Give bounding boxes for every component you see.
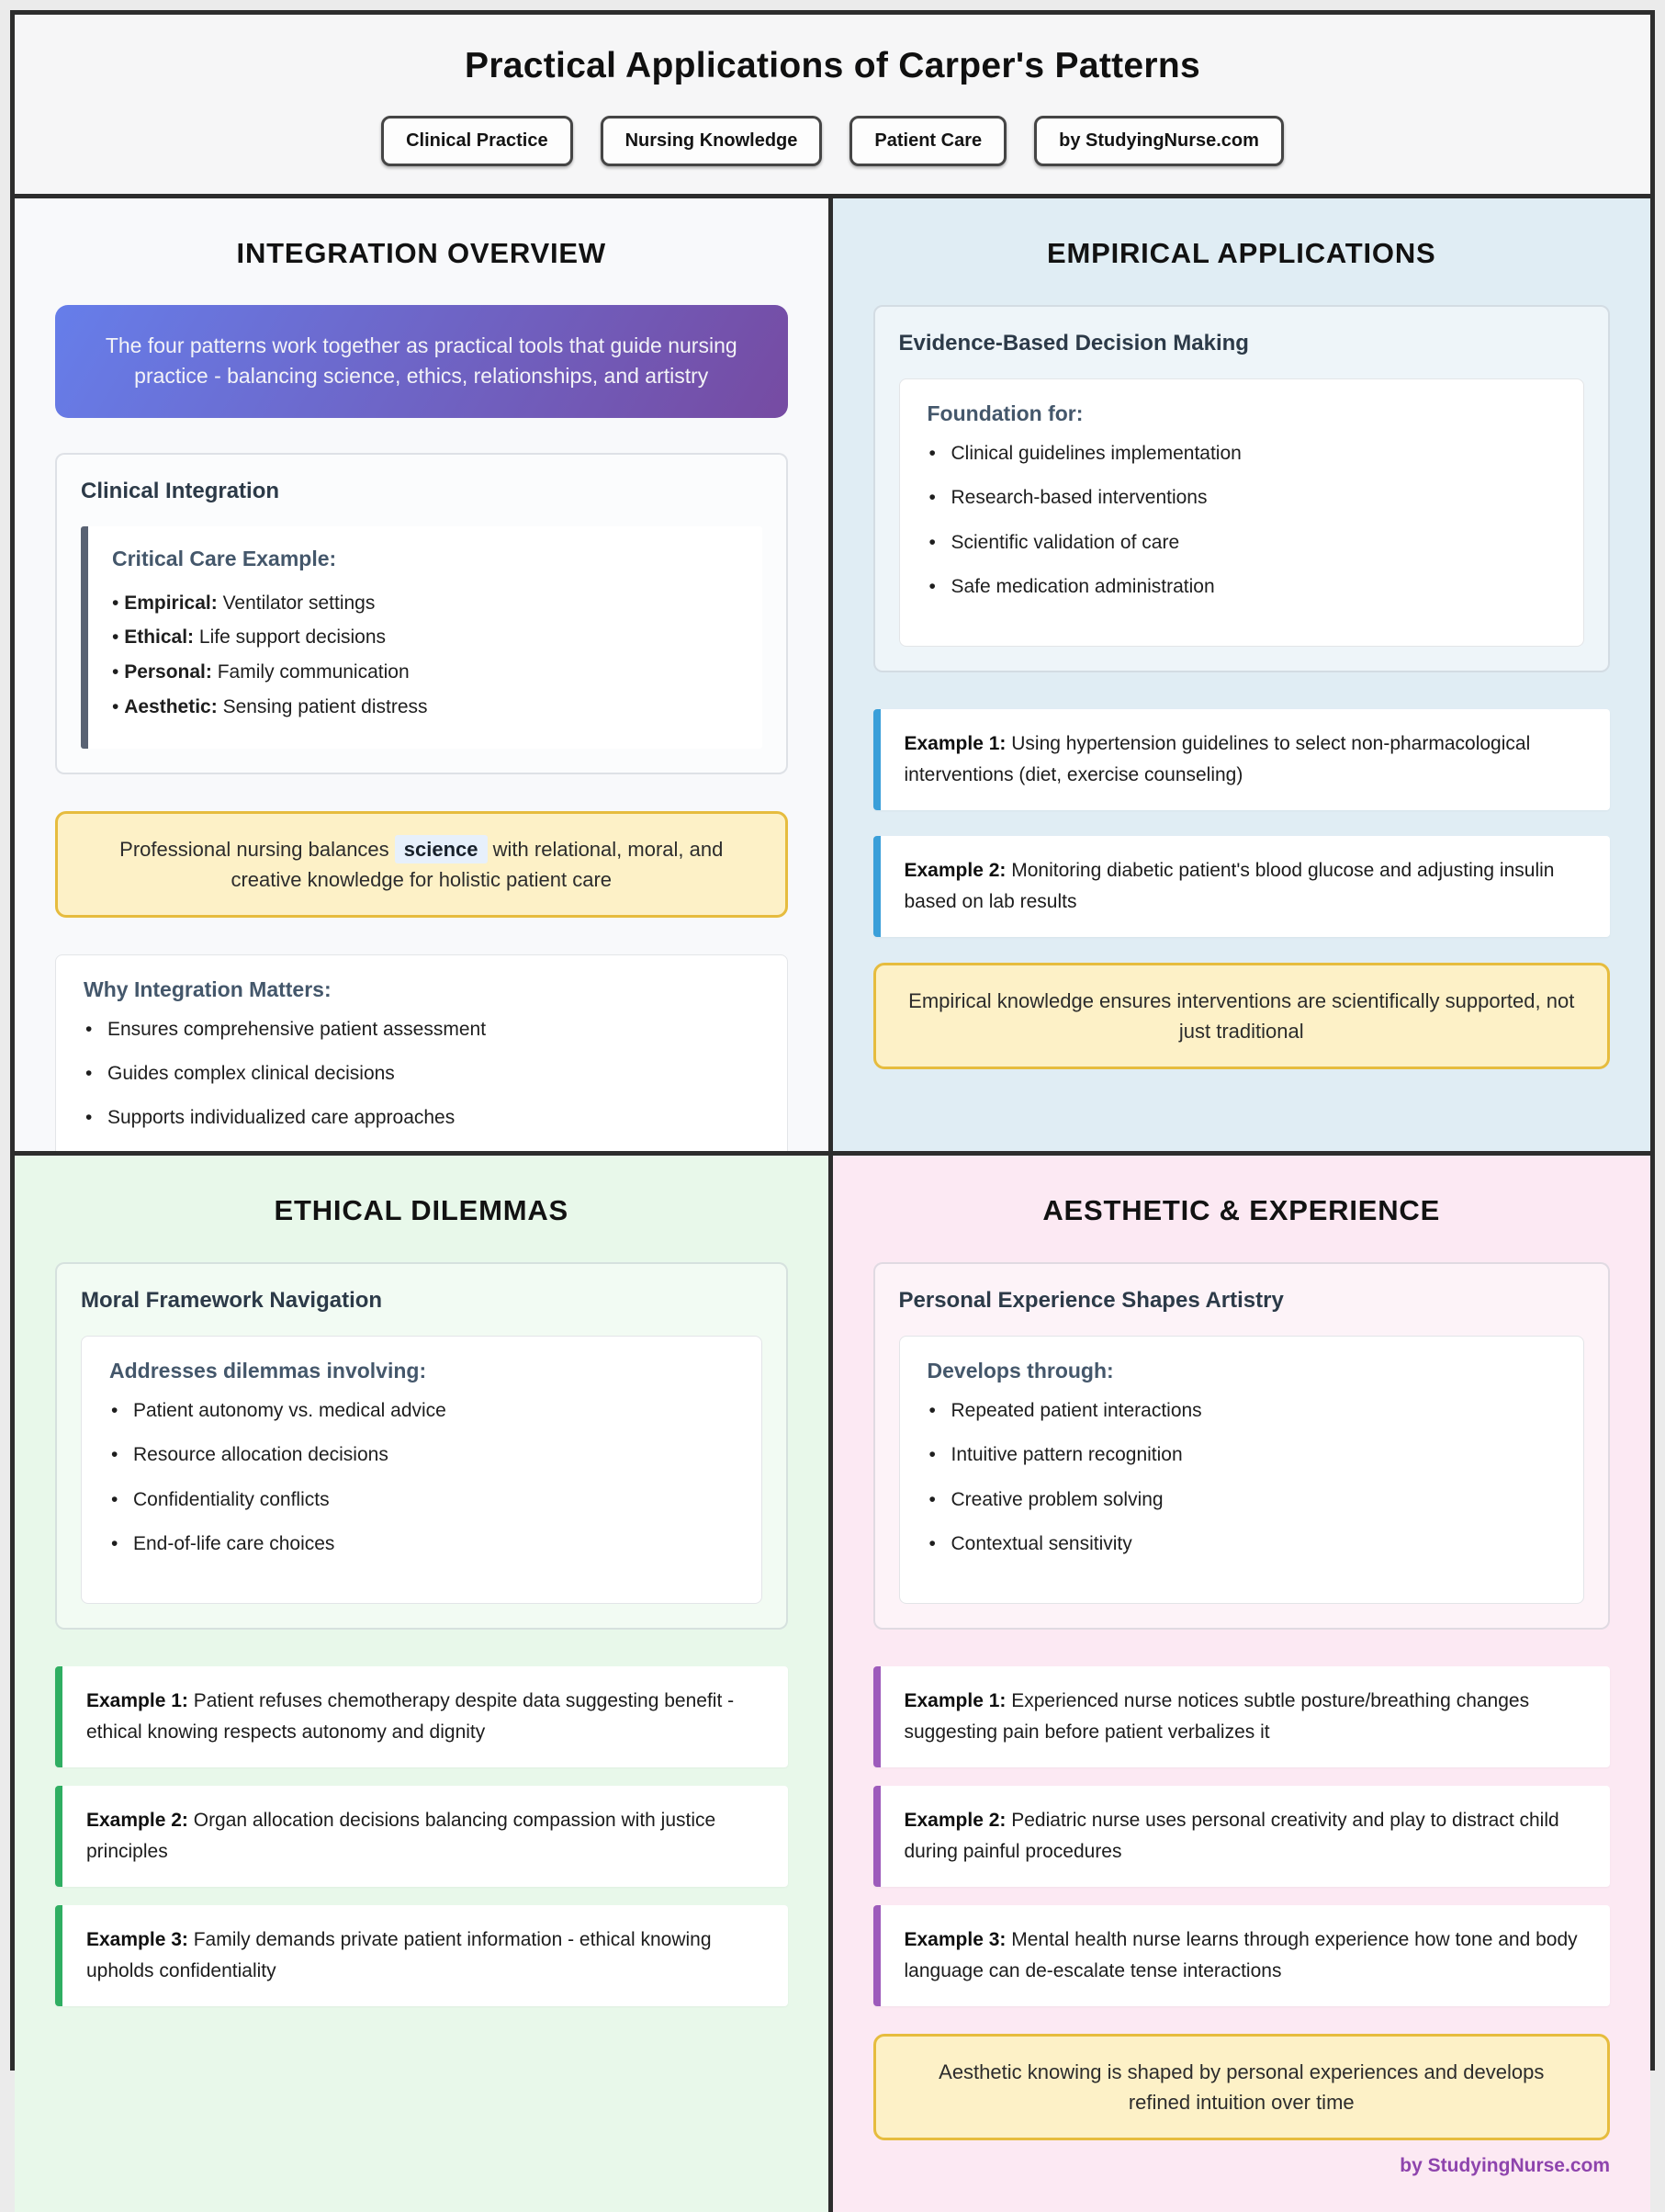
item-label: Personal: [124,661,212,683]
develops-through-heading: Develops through: [927,1359,1114,1382]
integration-section-title: INTEGRATION OVERVIEW [236,237,606,269]
personal-experience-card: Personal Experience Shapes Artistry Deve… [872,1262,1610,1631]
example-text: Monitoring diabetic patient's blood gluc… [904,860,1555,913]
foundation-list: Clinical guidelines implementation Resea… [928,441,1557,599]
critical-care-item-empirical: Empirical: Ventilator settings [112,586,738,621]
dilemmas-heading: Addresses dilemmas involving: [109,1359,427,1382]
list-item: Patient autonomy vs. medical advice [111,1398,734,1424]
example-label: Example 2: [904,1810,1007,1832]
dilemmas-box: Addresses dilemmas involving: Patient au… [81,1336,762,1605]
example-text: Pediatric nurse uses personal creativity… [904,1810,1559,1863]
item-text: Sensing patient distress [222,696,428,718]
moral-framework-title: Moral Framework Navigation [81,1288,383,1313]
evidence-based-title: Evidence-Based Decision Making [898,331,1249,356]
quadrant-grid: INTEGRATION OVERVIEW The four patterns w… [15,198,1650,2212]
item-label: Empirical: [124,592,218,614]
item-label: Ethical: [124,626,195,649]
list-item: Safe medication administration [929,574,1557,600]
list-item: Ensures comprehensive patient assessment [85,1017,759,1043]
critical-care-item-personal: Personal: Family communication [112,655,738,690]
callout-text: Professional nursing balances [119,837,389,861]
list-item: Contextual sensitivity [929,1531,1557,1557]
empirical-example-1: Example 1: Using hypertension guidelines… [872,709,1610,811]
empirical-example-2: Example 2: Monitoring diabetic patient's… [872,836,1610,938]
clinical-integration-title: Clinical Integration [81,478,280,503]
dilemmas-list: Patient autonomy vs. medical advice Reso… [109,1398,734,1556]
foundation-heading: Foundation for: [927,401,1084,425]
develops-through-list: Repeated patient interactions Intuitive … [928,1398,1557,1556]
tag-clinical-practice: Clinical Practice [381,116,573,166]
example-label: Example 3: [904,1929,1007,1951]
critical-care-heading: Critical Care Example: [112,546,337,570]
integration-callout: Professional nursing balances science wi… [55,810,788,918]
page-title: Practical Applications of Carper's Patte… [465,46,1200,85]
example-text: Using hypertension guidelines to select … [904,733,1531,786]
example-text: Organ allocation decisions balancing com… [86,1810,716,1863]
aesthetic-example-1: Example 1: Experienced nurse notices sub… [872,1666,1610,1768]
why-integration-list: Ensures comprehensive patient assessment… [84,1017,759,1151]
list-item: Clinical guidelines implementation [929,441,1557,467]
develops-through-box: Develops through: Repeated patient inter… [898,1336,1584,1605]
item-text: Family communication [217,661,410,683]
science-highlight: science [394,834,488,863]
aesthetic-section-title: AESTHETIC & EXPERIENCE [1042,1194,1441,1226]
tag-row: Clinical Practice Nursing Knowledge Pati… [33,116,1632,166]
item-text: Ventilator settings [222,592,376,614]
ethical-example-2: Example 2: Organ allocation decisions ba… [55,1786,788,1888]
ethical-example-1: Example 1: Patient refuses chemotherapy … [55,1666,788,1768]
example-label: Example 1: [904,733,1007,755]
list-item: Supports individualized care approaches [85,1105,759,1131]
quadrant-integration-overview: INTEGRATION OVERVIEW The four patterns w… [15,198,833,1156]
empirical-callout: Empirical knowledge ensures intervention… [872,963,1610,1070]
example-label: Example 2: [86,1810,188,1832]
example-label: Example 2: [904,860,1007,882]
list-item: End-of-life care choices [111,1531,734,1557]
list-item: Creative problem solving [929,1487,1557,1513]
moral-framework-card: Moral Framework Navigation Addresses dil… [55,1262,788,1631]
callout-text: with relational, moral, and creative kno… [231,837,724,891]
item-label: Aesthetic: [124,696,218,718]
ethical-section-title: ETHICAL DILEMMAS [274,1194,568,1226]
evidence-based-card: Evidence-Based Decision Making Foundatio… [872,305,1610,673]
ethical-example-3: Example 3: Family demands private patien… [55,1905,788,2007]
example-label: Example 1: [86,1690,188,1712]
aesthetic-example-2: Example 2: Pediatric nurse uses personal… [872,1786,1610,1888]
attribution-footer: by StudyingNurse.com [1400,2155,1610,2177]
infographic-board: Practical Applications of Carper's Patte… [10,10,1655,2212]
list-item: Balances technical skills with compassio… [85,1150,759,1151]
aesthetic-example-3: Example 3: Mental health nurse learns th… [872,1905,1610,2007]
empirical-section-title: EMPIRICAL APPLICATIONS [1047,237,1436,269]
integration-intro-banner: The four patterns work together as pract… [55,305,788,418]
example-text: Mental health nurse learns through exper… [904,1929,1578,1982]
list-item: Confidentiality conflicts [111,1487,734,1513]
list-item: Research-based interventions [929,485,1557,511]
quadrant-aesthetic-experience: AESTHETIC & EXPERIENCE Personal Experien… [832,1156,1650,2212]
personal-experience-title: Personal Experience Shapes Artistry [898,1288,1284,1313]
list-item: Intuitive pattern recognition [929,1442,1557,1468]
why-integration-matters-card: Why Integration Matters: Ensures compreh… [55,954,788,1151]
example-label: Example 3: [86,1929,188,1951]
tag-attribution: by StudyingNurse.com [1034,116,1284,166]
tag-patient-care: Patient Care [849,116,1007,166]
list-item: Resource allocation decisions [111,1442,734,1468]
example-text: Patient refuses chemotherapy despite dat… [86,1690,735,1744]
quadrant-empirical-applications: EMPIRICAL APPLICATIONS Evidence-Based De… [832,198,1650,1156]
foundation-box: Foundation for: Clinical guidelines impl… [898,378,1584,648]
example-label: Example 1: [904,1690,1007,1712]
critical-care-item-aesthetic: Aesthetic: Sensing patient distress [112,690,738,725]
header: Practical Applications of Carper's Patte… [15,15,1650,198]
critical-care-item-ethical: Ethical: Life support decisions [112,620,738,655]
item-text: Life support decisions [198,626,387,649]
example-text: Experienced nurse notices subtle posture… [904,1690,1530,1744]
list-item: Repeated patient interactions [929,1398,1557,1424]
critical-care-example-box: Critical Care Example: Empirical: Ventil… [81,525,762,749]
example-text: Family demands private patient informati… [86,1929,712,1982]
aesthetic-callout: Aesthetic knowing is shaped by personal … [872,2034,1610,2141]
list-item: Scientific validation of care [929,530,1557,556]
tag-nursing-knowledge: Nursing Knowledge [600,116,823,166]
quadrant-ethical-dilemmas: ETHICAL DILEMMAS Moral Framework Navigat… [15,1156,833,2212]
list-item: Guides complex clinical decisions [85,1061,759,1087]
clinical-integration-card: Clinical Integration Critical Care Examp… [55,452,788,774]
why-integration-heading: Why Integration Matters: [84,976,332,1001]
